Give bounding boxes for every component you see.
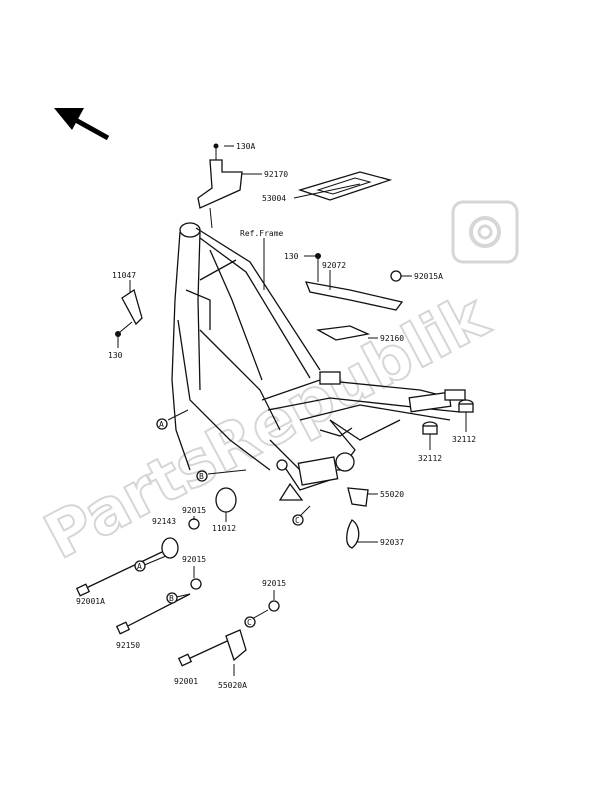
bolt-92150 [115, 578, 202, 635]
callouts [134, 418, 304, 628]
callout-a-2: A [137, 562, 142, 571]
bracket-92170 [197, 143, 243, 229]
label-32112-mid: 32112 [418, 454, 442, 463]
clamp-55020 [347, 487, 369, 507]
label-53004: 53004 [262, 194, 286, 203]
callout-c-1: C [295, 516, 300, 525]
label-55020: 55020 [380, 490, 404, 499]
label-92015-a: 92015 [182, 506, 206, 515]
arrow-up-left-icon [54, 108, 110, 141]
label-55020A: 55020A [218, 681, 247, 690]
gear-icon [451, 200, 519, 264]
label-92015-b: 92015 [182, 555, 206, 564]
label-92015A: 92015A [414, 272, 443, 281]
clamp-92037 [346, 519, 360, 549]
label-92170: 92170 [264, 170, 288, 179]
cap-11012 [215, 487, 237, 513]
label-92001A: 92001A [76, 597, 105, 606]
pad-92160 [315, 325, 371, 341]
label-92037: 92037 [380, 538, 404, 547]
label-130-top: 130 [284, 252, 299, 261]
callout-a-1: A [159, 420, 164, 429]
label-92143: 92143 [152, 517, 176, 526]
label-92160: 92160 [380, 334, 404, 343]
pad-53004 [297, 171, 393, 201]
bracket-11047 [115, 288, 143, 337]
watermark: PartsRepublik [32, 200, 519, 574]
part-labels: 130A 92170 53004 Ref.Frame 130 92072 920… [76, 142, 476, 690]
rubber-32112 [422, 399, 474, 435]
label-130A: 130A [236, 142, 255, 151]
callout-b-1: B [199, 472, 204, 481]
label-32112-right: 32112 [452, 435, 476, 444]
label-ref-frame: Ref.Frame [240, 229, 284, 238]
label-92001: 92001 [174, 677, 198, 686]
collar-92143 [75, 518, 200, 597]
bolt-92001 [177, 600, 280, 667]
frame-assembly [171, 222, 466, 501]
label-130-left: 130 [108, 351, 123, 360]
bracket-92072 [304, 253, 404, 311]
label-11012: 11012 [212, 524, 236, 533]
label-92150: 92150 [116, 641, 140, 650]
label-92015-c: 92015 [262, 579, 286, 588]
label-11047: 11047 [112, 271, 136, 280]
callout-b-2: B [169, 594, 174, 603]
callout-c-2: C [247, 618, 252, 627]
label-92072: 92072 [322, 261, 346, 270]
